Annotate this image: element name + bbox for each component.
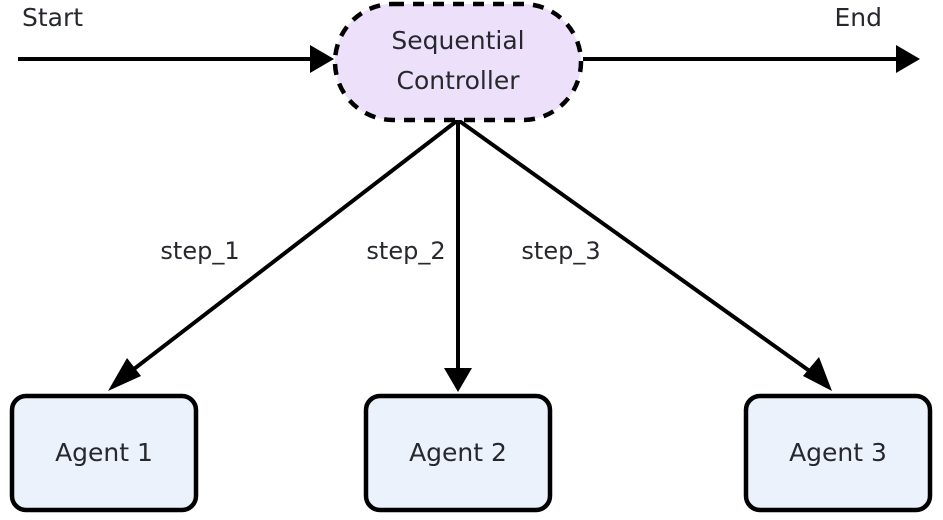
agent-3-label: Agent 3 <box>789 438 887 467</box>
edge-end-arrowhead <box>896 45 920 73</box>
edge-label-step-1: step_1 <box>160 237 239 265</box>
edge-step-3-line <box>456 118 820 379</box>
edge-step-1-arrowhead <box>108 358 141 391</box>
agent-2-label: Agent 2 <box>409 438 507 467</box>
edge-step-1-line <box>119 118 460 381</box>
edge-label-step-2: step_2 <box>366 237 445 265</box>
controller-label-line-1: Sequential <box>391 26 524 55</box>
node-sequential-controller[interactable]: Sequential Controller <box>332 1 584 123</box>
controller-label-line-2: Controller <box>397 66 521 95</box>
agent-2-shape[interactable] <box>363 393 553 513</box>
edge-step-2 <box>444 120 472 392</box>
agent-1-label: Agent 1 <box>55 438 153 467</box>
edge-step-1 <box>108 118 460 391</box>
edge-start-arrowhead <box>310 45 334 73</box>
end-label: End <box>834 3 882 32</box>
edge-step-2-arrowhead <box>444 368 472 392</box>
edge-end <box>583 45 920 73</box>
edge-start <box>18 45 334 73</box>
node-agent-3[interactable]: Agent 3 <box>743 393 933 513</box>
node-agent-1[interactable]: Agent 1 <box>9 393 199 513</box>
edge-label-step-3: step_3 <box>521 237 600 265</box>
node-agent-2[interactable]: Agent 2 <box>363 393 553 513</box>
edge-step-3-arrowhead <box>803 357 832 391</box>
start-label: Start <box>22 3 83 32</box>
controller-shape[interactable] <box>332 1 584 123</box>
agent-1-shape[interactable] <box>9 393 199 513</box>
agent-3-shape[interactable] <box>743 393 933 513</box>
edge-step-3 <box>456 118 832 391</box>
